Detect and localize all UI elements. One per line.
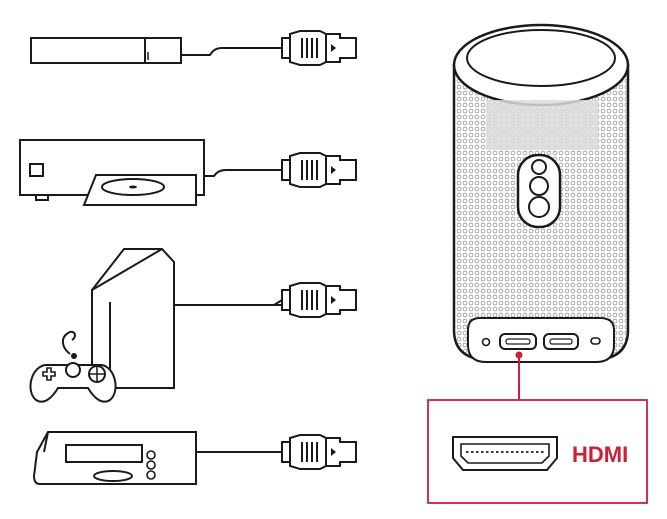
- hdmi-cable-3: [180, 282, 357, 318]
- hdmi-port-icon: [452, 436, 558, 471]
- game-controller-icon: [29, 330, 117, 403]
- dvd-player-icon: [19, 139, 205, 206]
- hdmi-cable-2: [204, 152, 357, 188]
- streaming-stick-icon: [30, 37, 182, 64]
- set-top-box-icon: [32, 431, 197, 485]
- projector-icon: [452, 23, 630, 363]
- hdmi-label: HDMI: [572, 442, 628, 467]
- hdmi-cable-1: [181, 30, 357, 66]
- hdmi-cable-4: [196, 434, 357, 470]
- port-callout: [427, 351, 648, 504]
